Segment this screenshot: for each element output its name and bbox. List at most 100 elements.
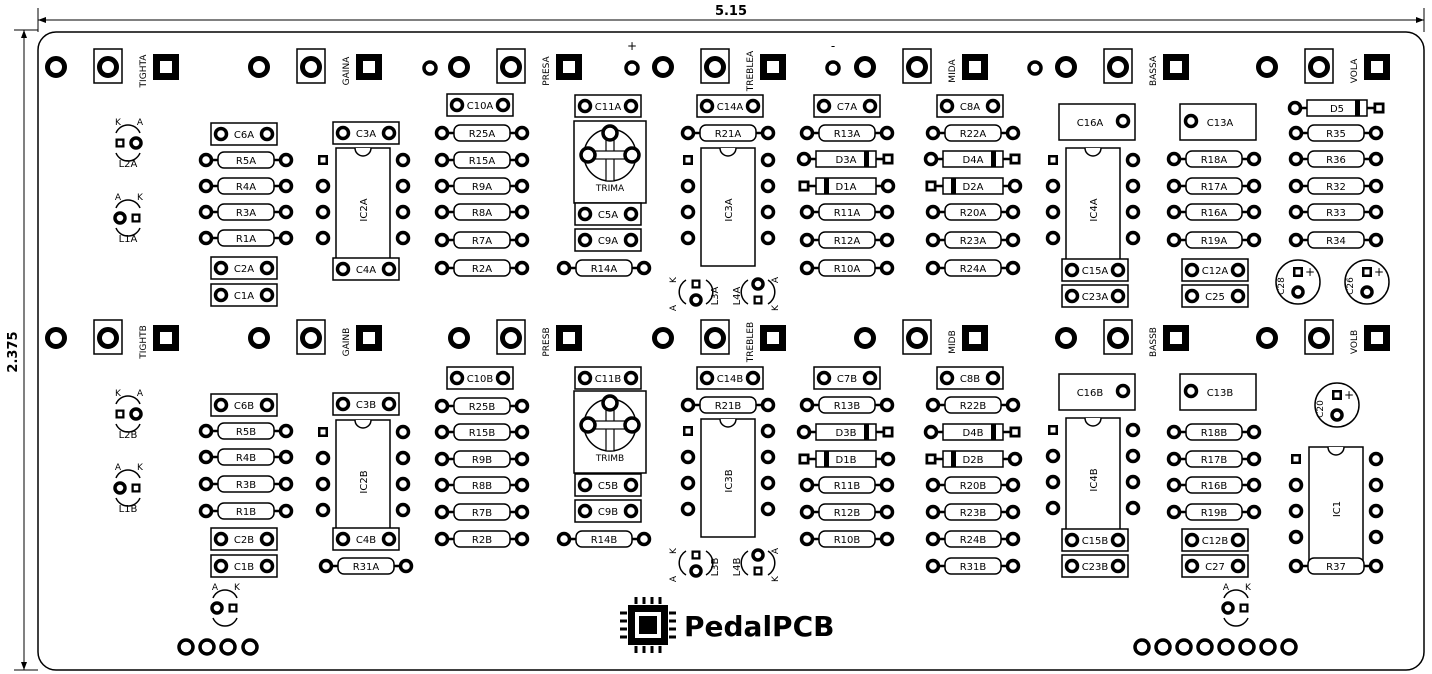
pad-hole <box>133 215 139 221</box>
pot-pad-hole <box>160 61 172 73</box>
brand-logo: PedalPCB <box>620 597 834 653</box>
resistor-r2a: R2A <box>434 259 530 277</box>
capacitor-c16a: C16A <box>1058 103 1136 141</box>
round-pad <box>1230 532 1246 548</box>
pad-hole <box>1364 269 1370 275</box>
label: C1A <box>234 291 254 302</box>
pot-pad-hole <box>1371 332 1383 344</box>
anode-label: A <box>115 463 122 473</box>
pin-mark: A <box>669 304 679 311</box>
capacitor-body <box>574 94 642 118</box>
round-pad <box>1125 204 1141 220</box>
round-pad <box>449 370 465 386</box>
pad-hole <box>801 456 807 462</box>
round-pad <box>1175 638 1193 656</box>
round-pad <box>1115 383 1131 399</box>
round-pad <box>1368 558 1384 574</box>
pad-hole <box>885 429 891 435</box>
label: L4B <box>732 557 743 576</box>
round-pad <box>699 370 715 386</box>
label: C13A <box>1207 118 1234 129</box>
resistor-r1b: R1B <box>198 502 294 520</box>
label: R8B <box>472 481 492 492</box>
resistor-r7a: R7A <box>434 231 530 249</box>
round-pad <box>680 230 696 246</box>
diode-d4a: D4A <box>923 150 1021 168</box>
round-pad <box>1184 288 1200 304</box>
capacitor-c6a: C6A <box>210 122 278 146</box>
round-pad <box>601 124 619 142</box>
plus-mark: + <box>1305 265 1315 279</box>
round-pad <box>1166 204 1182 220</box>
round-pad <box>985 98 1001 114</box>
label: R14B <box>591 535 618 546</box>
label: C10A <box>467 101 494 112</box>
resistor-r24b: R24B <box>925 530 1021 548</box>
label: R15B <box>469 428 496 439</box>
round-pad <box>1125 448 1141 464</box>
resistor-r23b: R23B <box>925 503 1021 521</box>
round-pad <box>514 204 530 220</box>
resistor-r22a: R22A <box>925 124 1021 142</box>
resistor-r15a: R15A <box>434 151 530 169</box>
label: R2B <box>472 535 492 546</box>
round-pad <box>623 477 639 493</box>
round-pad <box>1246 178 1262 194</box>
resistor-r22b: R22B <box>925 396 1021 414</box>
label: R31B <box>960 562 987 573</box>
round-pad <box>636 260 652 276</box>
pad-hole <box>230 605 236 611</box>
round-pad <box>395 476 411 492</box>
resistor-body <box>453 503 511 521</box>
cathode-band <box>864 151 869 167</box>
round-pad <box>514 531 530 547</box>
resistor-r5a: R5A <box>198 151 294 169</box>
resistor-r14a: R14A <box>556 259 652 277</box>
pot-pad-box <box>700 48 730 84</box>
round-pad <box>315 502 331 518</box>
label: L1A <box>119 234 138 245</box>
round-pad <box>577 232 593 248</box>
pot-label: VOLA <box>1350 58 1360 83</box>
resistor-body <box>217 475 275 493</box>
round-pad <box>925 504 941 520</box>
ic-notch <box>719 147 737 157</box>
round-pad <box>1045 178 1061 194</box>
round-pad <box>1368 151 1384 167</box>
round-pad <box>879 125 895 141</box>
round-pad <box>1110 532 1126 548</box>
round-pad <box>1125 500 1141 516</box>
label: C7B <box>837 374 857 385</box>
round-pad <box>259 287 275 303</box>
capacitor-body <box>1061 554 1129 578</box>
resistor-body <box>1307 557 1365 575</box>
cathode-band <box>951 451 956 467</box>
pot-label: TREBLEA <box>746 50 756 92</box>
round-pad <box>623 370 639 386</box>
cathode-label: K <box>1245 583 1252 593</box>
capacitor-c10a: C10A <box>446 93 514 117</box>
label: R19A <box>1201 236 1228 247</box>
led-outline <box>1223 617 1249 627</box>
resistor-r3b: R3B <box>198 475 294 493</box>
trimmer-trimb: TRIMB <box>573 390 647 474</box>
width-dimension: 5.15 <box>37 4 1425 32</box>
pad-hole <box>755 297 761 303</box>
cathode-band <box>864 424 869 440</box>
label: R32 <box>1326 182 1346 193</box>
resistor-r13a: R13A <box>799 124 895 142</box>
ic-ic2b: IC2B <box>315 419 411 539</box>
label: R13B <box>834 401 861 412</box>
round-pad <box>1125 230 1141 246</box>
ic-ic1: IC1 <box>1288 446 1384 566</box>
round-pad <box>577 503 593 519</box>
label: C8B <box>960 374 980 385</box>
round-pad <box>680 475 696 491</box>
label: C11B <box>595 374 622 385</box>
round-pad <box>760 152 776 168</box>
pot-pad-box <box>296 48 326 84</box>
label: C27 <box>1205 562 1225 573</box>
round-pad <box>939 370 955 386</box>
diode-body <box>942 150 1004 168</box>
capacitor-c15b: C15B <box>1061 528 1129 552</box>
